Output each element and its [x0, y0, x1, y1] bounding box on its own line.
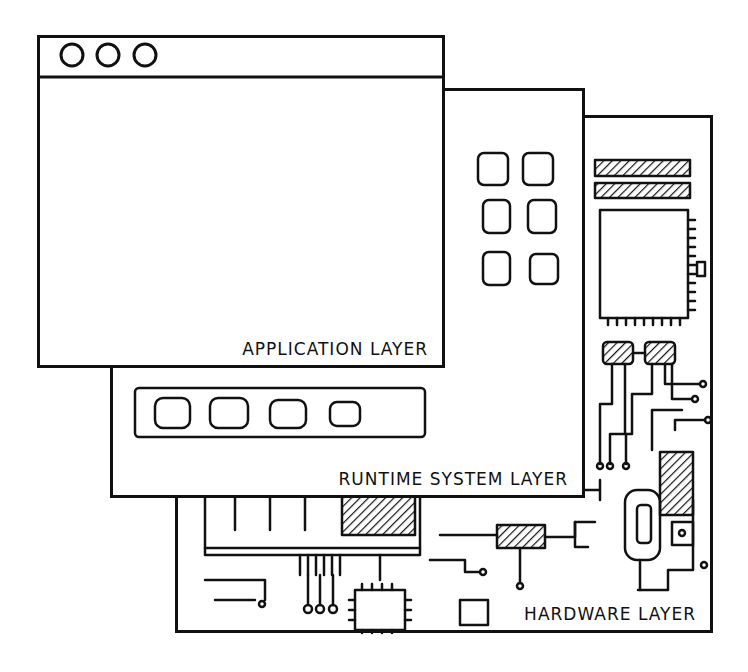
layer-panel: APPLICATION LAYER: [37, 35, 445, 368]
layer-label: HARDWARE LAYER: [524, 604, 696, 624]
layer-label: RUNTIME SYSTEM LAYER: [339, 469, 568, 489]
layer-label: APPLICATION LAYER: [242, 339, 428, 359]
